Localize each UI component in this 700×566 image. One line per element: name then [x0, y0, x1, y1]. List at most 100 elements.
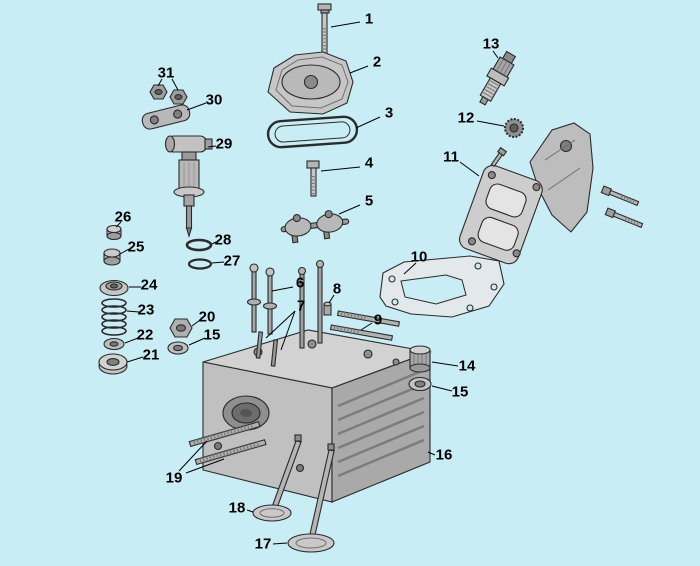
- part-label-10: 10: [411, 249, 428, 266]
- leader-line-7: [265, 310, 296, 339]
- part-label-26: 26: [115, 209, 132, 226]
- leader-line-16: [427, 451, 436, 456]
- part-9-head-studs: [329, 310, 401, 341]
- part-17-intake-valve: [287, 443, 335, 553]
- bracket-bolt-lower: [604, 207, 644, 229]
- part-label-2: 2: [373, 54, 381, 71]
- leader-line-2: [349, 65, 369, 74]
- part-13-fuel-valve: [479, 50, 517, 106]
- part-20-nut: [169, 318, 193, 338]
- part-label-19: 19: [166, 470, 183, 487]
- leader-line-28: [211, 241, 217, 245]
- part-14-tappet: [409, 345, 431, 373]
- leader-line-8: [328, 294, 335, 304]
- part-label-12: 12: [458, 110, 475, 127]
- leader-line-21: [126, 356, 144, 363]
- leader-line-15: [188, 337, 206, 346]
- part-label-14: 14: [459, 358, 476, 375]
- part-27-o-ring-small: [187, 258, 213, 270]
- part-18-exhaust-valve: [252, 434, 302, 522]
- leader-line-31: [171, 78, 179, 91]
- leader-line-14: [431, 361, 459, 367]
- leader-line-30: [186, 102, 207, 111]
- part-label-3: 3: [385, 105, 393, 122]
- leader-line-10: [403, 262, 417, 275]
- leader-line-19: [178, 440, 208, 472]
- part-7-pushrods: [255, 331, 279, 367]
- part-1-cover-bolt: [317, 3, 332, 58]
- part-15-washer-right: [408, 376, 432, 392]
- part-label-9: 9: [374, 312, 382, 329]
- part-label-16: 16: [436, 447, 453, 464]
- part-29-fuel-injector: [164, 135, 213, 238]
- part-5-rocker-arm-assembly: [280, 210, 350, 244]
- part-label-25: 25: [128, 239, 145, 256]
- part-22-valve-retainer: [103, 337, 125, 351]
- leader-line-1: [330, 21, 361, 28]
- part-24-spring-seat: [99, 279, 129, 297]
- leader-line-11: [459, 161, 480, 177]
- leader-line-9: [360, 322, 373, 331]
- leader-line-6: [271, 286, 294, 292]
- part-3-cover-gasket: [266, 115, 359, 149]
- part-label-24: 24: [141, 277, 158, 294]
- leader-line-15: [431, 385, 453, 392]
- part-label-21: 21: [143, 347, 160, 364]
- part-25-valve-cap: [103, 248, 121, 266]
- part-label-27: 27: [224, 253, 241, 270]
- bracket-bolt-small: [490, 146, 508, 168]
- part-label-17: 17: [255, 536, 272, 553]
- part-15-washer-left: [167, 341, 189, 355]
- part-2-valve-cover: [267, 51, 354, 115]
- leader-line-27: [211, 261, 225, 264]
- part-6-valve-guides: [246, 263, 278, 335]
- part-10-head-gasket: [379, 255, 505, 318]
- part-label-11: 11: [443, 149, 459, 166]
- part-label-5: 5: [365, 193, 373, 210]
- leader-line-4: [320, 166, 361, 172]
- cooling-fins: [337, 368, 425, 478]
- part-label-22: 22: [137, 327, 154, 344]
- part-label-7: 7: [297, 298, 305, 315]
- leader-line-20: [191, 319, 201, 327]
- part-label-29: 29: [216, 136, 233, 153]
- part-label-20: 20: [199, 309, 216, 326]
- part-label-1: 1: [365, 11, 373, 28]
- part-19-mounting-studs: [188, 421, 267, 466]
- leader-line-29: [207, 145, 217, 148]
- leader-line-5: [338, 204, 361, 215]
- leader-line-22: [124, 337, 139, 344]
- part-label-18: 18: [229, 500, 246, 517]
- part-label-8: 8: [333, 281, 341, 298]
- leader-line-19: [185, 458, 225, 474]
- leader-line-18: [246, 509, 254, 513]
- part-label-6: 6: [296, 275, 304, 292]
- leader-line-23: [126, 310, 140, 313]
- part-label-13: 13: [483, 36, 500, 53]
- part-label-28: 28: [215, 232, 232, 249]
- leader-line-17: [272, 542, 288, 545]
- part-30-injector-clamp: [141, 104, 191, 130]
- part-label-15: 15: [204, 327, 221, 344]
- part-21-spring-seat-washer: [98, 353, 128, 375]
- leader-line-25: [119, 248, 130, 255]
- leader-line-26: [115, 221, 122, 228]
- part-12-grommet: [504, 118, 524, 138]
- part-8-dowel-pin: [323, 301, 332, 316]
- leader-line-12: [476, 120, 505, 127]
- part-label-4: 4: [365, 155, 374, 172]
- leader-line-31: [157, 78, 163, 87]
- part-label-30: 30: [206, 92, 223, 109]
- leader-line-13: [492, 50, 499, 59]
- part-label-15: 15: [452, 384, 469, 401]
- leader-line-7: [280, 310, 296, 351]
- part-23-valve-spring: [101, 298, 127, 336]
- bracket-bolt-upper: [600, 185, 640, 207]
- part-label-31: 31: [158, 65, 175, 82]
- part-16-cylinder-head-block: [202, 259, 433, 503]
- part-28-o-ring-large: [185, 238, 213, 252]
- part-11-intake-manifold-bracket: [458, 122, 644, 265]
- part-label-23: 23: [138, 302, 155, 319]
